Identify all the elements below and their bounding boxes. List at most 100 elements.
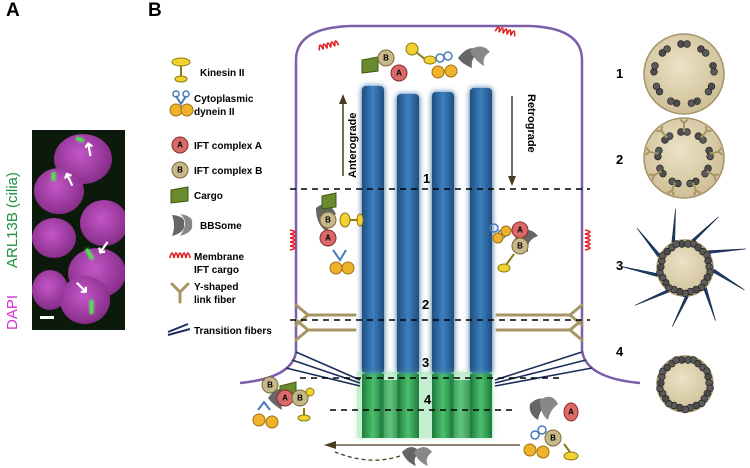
link-fiber <box>713 175 717 181</box>
link-fiber <box>660 130 669 139</box>
doublet-tubule <box>652 82 661 91</box>
legend-yshaped-line2: link fiber <box>194 295 236 306</box>
legend-yshaped-line1: Y-shaped <box>194 282 238 293</box>
panel-label-b: B <box>148 0 162 21</box>
doublet-tubule <box>704 373 712 381</box>
link-fiber <box>706 170 715 177</box>
cross-section-4 <box>656 355 714 414</box>
ift-b-badge: B <box>177 166 183 175</box>
nucleus <box>32 218 76 258</box>
level-label-2: 2 <box>422 297 429 312</box>
svg-text:B: B <box>297 394 303 403</box>
legend-membrane-line1: Membrane <box>194 252 244 263</box>
doublet-tubule <box>650 68 658 76</box>
ift-b-icon <box>171 161 189 179</box>
link-fiber <box>653 170 662 177</box>
retrograde-arrow <box>508 96 516 186</box>
section-label-1: 1 <box>616 66 623 81</box>
link-fiber <box>645 147 651 153</box>
tip-ift-cluster: B A <box>361 42 490 82</box>
transition-fiber-icon <box>167 323 191 336</box>
legend-transition: Transition fibers <box>194 326 272 337</box>
axoneme <box>362 86 492 374</box>
doublet-tubule <box>677 40 685 48</box>
dynein-icon <box>169 90 194 117</box>
nucleus <box>60 276 110 324</box>
scale-bar <box>40 316 54 319</box>
basal-microtubule <box>397 374 419 438</box>
membrane-cargo-icon <box>318 40 340 51</box>
doublet-tubule <box>663 363 671 372</box>
ift-a-icon <box>171 136 189 154</box>
doublet-tubule <box>704 87 713 96</box>
doublet-tubule <box>694 359 702 368</box>
basal-microtubule <box>362 374 384 438</box>
svg-text:B: B <box>383 54 389 63</box>
link-fiber <box>704 126 708 132</box>
doublet-tubule <box>651 62 659 70</box>
basal-microtubule <box>470 374 492 438</box>
bbsome-icon <box>172 214 193 236</box>
section-label-4: 4 <box>616 344 624 359</box>
microtubule <box>397 94 419 374</box>
link-fiber <box>683 118 689 124</box>
doublet-tubule <box>665 132 674 140</box>
doublet-tubule <box>657 379 665 387</box>
link-fiber <box>671 182 677 192</box>
basal-microtubule <box>432 374 454 438</box>
retrograde-label: Retrograde <box>525 94 537 153</box>
entering-train: B A B <box>252 376 315 429</box>
return-arrow <box>324 441 520 466</box>
membrane-cargo-icon <box>494 26 516 37</box>
link-fiber <box>679 118 685 124</box>
anterograde-arrow <box>339 94 347 176</box>
link-fiber <box>651 175 655 181</box>
legend-dynein-line1: Cytoplasmic <box>194 94 254 105</box>
link-fiber <box>699 130 708 139</box>
cilium <box>52 172 55 181</box>
doublet-tubule <box>683 40 691 48</box>
svg-text:B: B <box>550 434 556 443</box>
triplet-tubule <box>672 356 680 364</box>
svg-text:A: A <box>517 226 523 235</box>
legend-kinesin: Kinesin II <box>200 68 245 79</box>
legend-ift-a: IFT complex A <box>194 141 262 152</box>
svg-text:A: A <box>325 234 331 243</box>
cross-section-1 <box>643 33 725 115</box>
microtubule <box>470 88 492 374</box>
link-fiber <box>667 189 673 194</box>
link-fiber <box>717 151 724 156</box>
doublet-tubule <box>694 243 702 252</box>
anterograde-label: Anterograde <box>347 113 359 178</box>
y-link-fibers <box>294 303 584 342</box>
doublet-tubule <box>687 99 696 107</box>
anterograde-train: B A <box>289 192 364 275</box>
doublet-tubule <box>663 45 671 53</box>
doublet-tubule <box>710 68 718 76</box>
svg-text:A: A <box>282 394 288 403</box>
membrane-cargo-icon <box>169 252 191 259</box>
link-fiber <box>649 150 659 155</box>
level-label-1: 1 <box>423 171 430 186</box>
svg-text:B: B <box>517 242 523 251</box>
legend-membrane-line2: IFT cargo <box>194 265 239 276</box>
transition-fibers <box>285 351 593 387</box>
legend: Kinesin II Cytoplasmic dynein II A IFT c… <box>167 57 272 337</box>
doublet-tubule <box>667 97 675 105</box>
legend-dynein-line2: dynein II <box>194 107 235 118</box>
doublet-tubule <box>709 62 717 70</box>
triplet-tubule <box>672 240 680 248</box>
svg-text:A: A <box>568 408 574 417</box>
doublet-tubule <box>658 49 667 57</box>
level-label-3: 3 <box>422 355 429 370</box>
legend-bbsome: BBSome <box>200 221 242 232</box>
legend-cargo: Cargo <box>194 191 223 202</box>
micrograph-image: ↖ ↖ ↙ ↘ <box>32 130 125 330</box>
legend-ift-b: IFT complex B <box>194 166 262 177</box>
cilium <box>90 300 93 314</box>
svg-text:A: A <box>396 69 402 78</box>
svg-text:B: B <box>325 216 331 225</box>
section-label-2: 2 <box>616 152 623 167</box>
kinesin-icon <box>171 57 191 83</box>
panel-label-a: A <box>6 0 20 21</box>
